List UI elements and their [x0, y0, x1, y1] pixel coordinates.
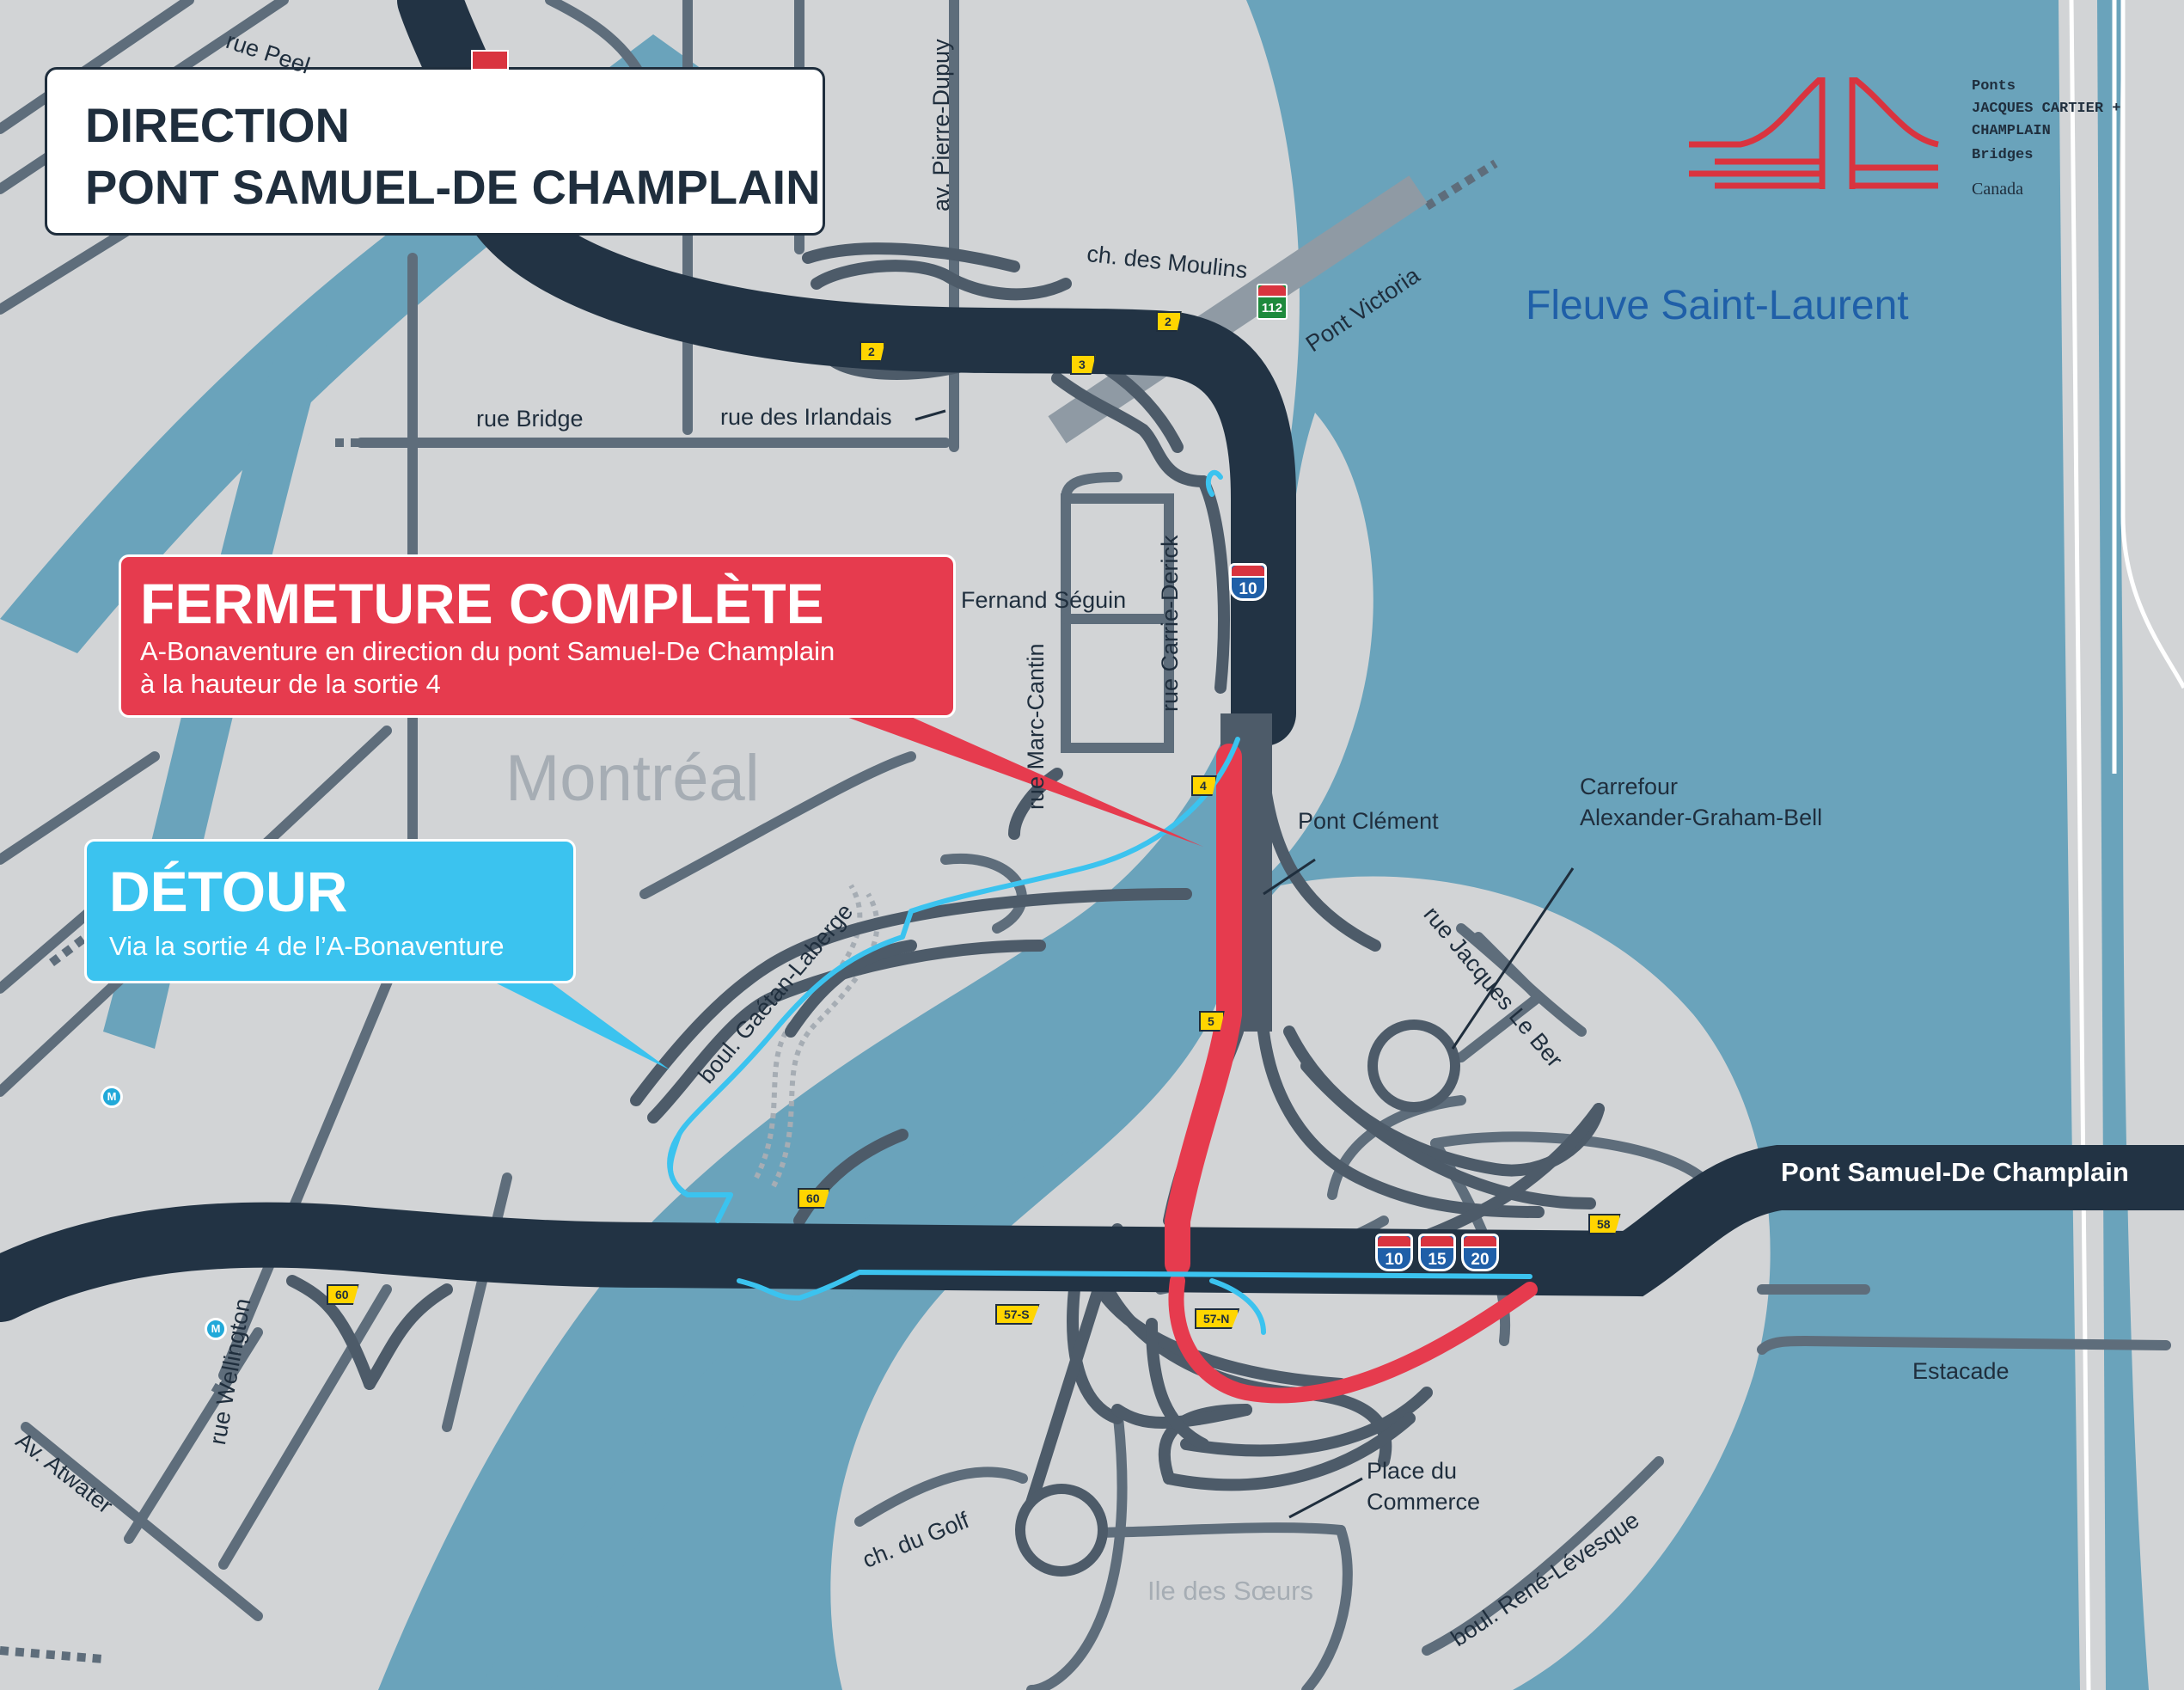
detour-line1: Via la sortie 4 de l’A-Bonaventure: [109, 931, 505, 961]
detour-route: [667, 469, 1532, 1335]
label-pont-samuel-de-champlain: Pont Samuel-De Champlain: [1781, 1157, 2129, 1187]
exit-tag-2b: 2: [1156, 311, 1182, 332]
land-right-edge: [2119, 0, 2184, 1690]
exit-tag-57s: 57-S: [995, 1304, 1040, 1325]
closure-pointer: [825, 709, 1203, 847]
label-rue-des-irlandais: rue des Irlandais: [720, 404, 892, 430]
closure-line1: A-Bonaventure en direction du pont Samue…: [140, 636, 835, 666]
logo-line5: Canada: [1972, 180, 2023, 199]
label-rue-marc-cantin: rue Marc-Cantin: [1023, 643, 1049, 810]
direction-line2: PONT SAMUEL-DE CHAMPLAIN: [85, 160, 821, 214]
route-a10-shield-north: 10: [1229, 563, 1267, 601]
place-montreal: Montréal: [505, 742, 760, 815]
closure-line2: à la hauteur de la sortie 4: [140, 669, 441, 699]
pier-outlines: [2069, 0, 2184, 1690]
detour-pointer: [481, 976, 670, 1070]
exit-tag-5: 5: [1199, 1011, 1225, 1032]
label-rue-bridge: rue Bridge: [476, 406, 584, 432]
route-a20-shield: 20: [1461, 1234, 1499, 1271]
pjcci-logo: [1689, 77, 1981, 198]
river-arm: [481, 1075, 1135, 1690]
logo-line1: Ponts: [1972, 78, 2016, 95]
leader-lines: [915, 409, 1575, 1519]
label-carrefour-1: Carrefour: [1580, 774, 1679, 799]
label-pierre-dupuy: av. Pierre-Dupuy: [928, 39, 954, 211]
label-estacade: Estacade: [1912, 1358, 2010, 1384]
roundabouts: [1015, 1020, 1460, 1577]
pont-victoria: [1048, 175, 1428, 444]
label-fernand-seguin: Fernand Séguin: [961, 587, 1127, 613]
label-place-du-commerce-1: Place du: [1367, 1458, 1458, 1484]
dotted-streets: [0, 159, 1498, 1663]
detour-title: DÉTOUR: [109, 860, 348, 923]
label-pont-clement: Pont Clément: [1298, 808, 1439, 834]
land-east-strip: [1220, 413, 1373, 894]
route-112-shield: 112: [1257, 284, 1288, 320]
label-carrefour-2: Alexander-Graham-Bell: [1580, 805, 1823, 830]
direction-line1: DIRECTION: [85, 98, 350, 152]
metro-icon: M: [205, 1318, 227, 1340]
detour-callout: DÉTOUR Via la sortie 4 de l’A-Bonaventur…: [84, 839, 576, 983]
logo-line3: CHAMPLAIN: [1972, 123, 2051, 139]
pjcci-logo-mark: [1689, 77, 1939, 189]
direction-box: DIRECTION PONT SAMUEL-DE CHAMPLAIN: [45, 67, 825, 236]
place-ile-des-soeurs: Ile des Sœurs: [1147, 1576, 1313, 1606]
exit-tag-2a: 2: [860, 341, 885, 362]
label-rue-carrie-derick: rue Carrie-Derick: [1157, 535, 1183, 712]
place-fleuve: Fleuve Saint-Laurent: [1526, 283, 1909, 328]
label-place-du-commerce-2: Commerce: [1367, 1489, 1481, 1515]
metro-icon: M: [101, 1086, 123, 1108]
route-a15-shield: 15: [1418, 1234, 1456, 1271]
logo-line4: Bridges: [1972, 147, 2034, 163]
exit-tag-57n: 57-N: [1195, 1308, 1240, 1329]
closure-callout: FERMETURE COMPLÈTE A-Bonaventure en dire…: [119, 554, 956, 718]
route-a10-shield: 10: [1375, 1234, 1413, 1271]
route-shield-top: [471, 50, 509, 70]
logo-line2: JACQUES CARTIER +: [1972, 101, 2121, 117]
closure-route: [1165, 744, 1538, 1404]
closure-title: FERMETURE COMPLÈTE: [140, 572, 824, 635]
